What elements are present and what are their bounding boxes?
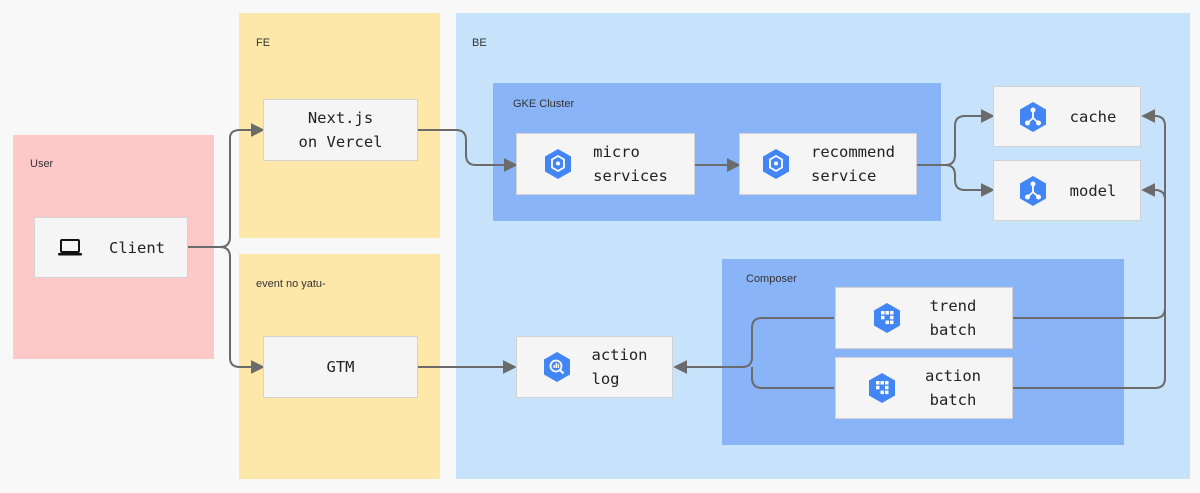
recommend-service-label: recommend service xyxy=(811,143,895,185)
microservices-node[interactable]: micro services xyxy=(516,133,695,195)
arrow-nextjs-to-microservices xyxy=(418,129,518,172)
kubernetes-engine-icon xyxy=(545,149,572,179)
arrow-actionbatch-to-actionlog xyxy=(751,367,834,389)
gke-cluster-label: GKE Cluster xyxy=(513,98,575,110)
action-log-node[interactable]: action log xyxy=(516,336,673,398)
recommend-service-node[interactable]: recommend service xyxy=(739,133,917,195)
trend-batch-label: trend batch xyxy=(929,297,977,339)
gtm-label: GTM xyxy=(326,358,355,376)
client-label: Client xyxy=(109,238,165,257)
be-zone-label: BE xyxy=(472,37,487,49)
gtm-node[interactable]: GTM xyxy=(263,336,418,398)
arrow-recommend-to-model xyxy=(917,164,995,197)
laptop-icon xyxy=(58,238,82,255)
arrow-actionbatch-to-model xyxy=(1013,183,1166,389)
model-label: model xyxy=(1069,181,1117,200)
cache-label: cache xyxy=(1069,107,1117,126)
arrow-recommend-to-cache xyxy=(917,109,995,166)
bigquery-icon xyxy=(543,352,570,382)
cloud-storage-icon xyxy=(1019,175,1046,206)
action-batch-node[interactable]: action batch xyxy=(835,357,1013,419)
trend-batch-node[interactable]: trend batch xyxy=(835,287,1013,349)
composer-label: Composer xyxy=(746,273,797,285)
nextjs-node[interactable]: Next.js on Vercel xyxy=(263,99,418,161)
composer-icon xyxy=(873,303,900,333)
composer-icon xyxy=(869,373,895,403)
arrow-client-to-nextjs xyxy=(188,123,265,248)
arrow-trendbatch-to-actionlog xyxy=(673,317,834,374)
fe-zone-label: FE xyxy=(256,37,271,49)
user-zone-label: User xyxy=(30,158,54,170)
cache-node[interactable]: cache xyxy=(993,86,1141,147)
model-node[interactable]: model xyxy=(993,160,1141,221)
arrow-client-to-gtm xyxy=(188,246,265,374)
cloud-storage-icon xyxy=(1019,101,1046,132)
action-log-label: action log xyxy=(591,346,648,388)
event-zone-label: event no yatu- xyxy=(256,278,326,290)
microservices-label: micro services xyxy=(593,143,668,185)
client-node[interactable]: Client xyxy=(34,217,188,278)
kubernetes-engine-icon xyxy=(763,149,789,179)
nextjs-label: Next.js on Vercel xyxy=(298,109,383,151)
action-batch-label: action batch xyxy=(925,367,981,409)
